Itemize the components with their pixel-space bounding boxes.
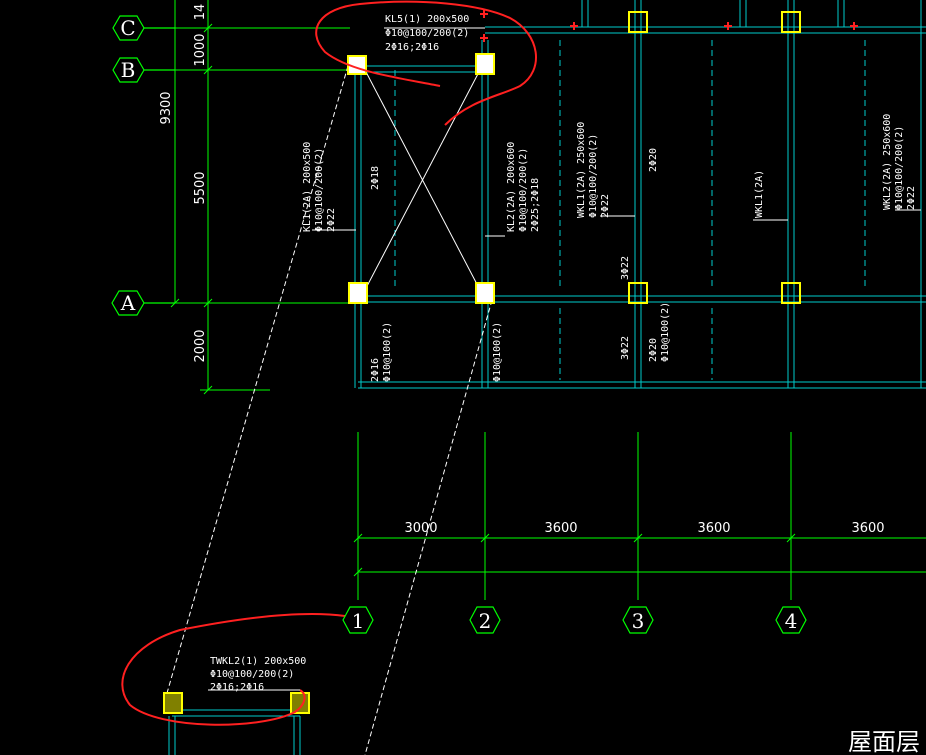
dashed-lines <box>394 40 866 380</box>
column-c4[interactable] <box>781 11 801 33</box>
axis-bubbles <box>111 15 807 634</box>
drawing-title: 屋面层 <box>848 728 920 755</box>
svg-text:2Φ22: 2Φ22 <box>326 208 337 232</box>
beam-label-wkl2[interactable]: WKL2(2A) 250x600 Φ10@100/200(2) 2Φ22 <box>882 114 917 210</box>
axis-label-2: 2 <box>479 609 492 633</box>
dim-overall: 9300 <box>159 91 174 124</box>
dim-3-4: 3600 <box>697 521 730 536</box>
column-b2[interactable] <box>475 53 495 75</box>
beam-label-kl5[interactable]: KL5(1) 200x500 Φ10@100/200(2) 2Φ16;2Φ16 <box>385 14 469 53</box>
dim-1-2: 3000 <box>404 521 437 536</box>
beam-label-kl2[interactable]: KL2(2A) 200x600 Φ10@100/200(2) 2Φ25;2Φ18 <box>506 142 541 232</box>
bar-label-cant-2: Φ10@100(2) <box>492 322 503 382</box>
column-a1[interactable] <box>348 282 368 304</box>
bar-label-3d22-top: 3Φ22 <box>620 256 631 280</box>
svg-text:Φ10@100(2): Φ10@100(2) <box>660 302 671 362</box>
svg-text:2Φ20: 2Φ20 <box>648 338 659 362</box>
bar-label-3d22-bottom: 3Φ22 <box>620 336 631 360</box>
beam-label-wkl1-b[interactable]: WKL1(2A) <box>754 170 765 218</box>
dim-c-to-b: 1000 <box>193 33 208 66</box>
svg-text:WKL2(2A) 250x600: WKL2(2A) 250x600 <box>882 114 893 210</box>
horizontal-dimensions: 3000 3600 3600 3600 <box>404 521 884 536</box>
bar-label-cant-1: 2Φ16 Φ10@100(2) <box>370 322 393 382</box>
bar-label-2d20-bottom: 2Φ20 Φ10@100(2) <box>648 302 671 362</box>
leader-lines <box>208 27 921 691</box>
svg-text:Φ10@100(2): Φ10@100(2) <box>382 322 393 382</box>
axis-label-b: B <box>121 58 136 82</box>
bar-label-2d20-top: 2Φ20 <box>648 148 659 172</box>
column-a3[interactable] <box>628 282 648 304</box>
beam-label-wkl1-a[interactable]: WKL1(2A) 250x600 Φ10@100/200(2) 2Φ22 <box>576 122 611 218</box>
column-a4[interactable] <box>781 282 801 304</box>
axis-label-3: 3 <box>632 609 645 633</box>
svg-text:2Φ16;2Φ16: 2Φ16;2Φ16 <box>210 682 264 693</box>
svg-text:2Φ16;2Φ16: 2Φ16;2Φ16 <box>385 42 439 53</box>
dim-4-5: 3600 <box>851 521 884 536</box>
axis-label-a: A <box>120 291 136 315</box>
dim-a-to-bottom: 2000 <box>193 329 208 362</box>
column-twkl2-left[interactable] <box>163 692 183 714</box>
beam-label-kl1[interactable]: KL1(2A) 200x500 Φ10@100/200(2) 2Φ22 <box>302 142 337 232</box>
red-markups <box>121 0 537 726</box>
beam-label-kl1-side: 2Φ18 <box>370 166 381 190</box>
column-a2[interactable] <box>475 282 495 304</box>
axis-labels: C B A 1 2 3 4 <box>120 16 798 633</box>
columns <box>163 11 801 714</box>
markup-circle-bottom <box>121 612 346 726</box>
axis-label-c: C <box>120 16 135 40</box>
dim-top-partial: 14 <box>193 4 208 21</box>
axis-label-1: 1 <box>352 609 365 633</box>
svg-text:KL5(1) 200x500: KL5(1) 200x500 <box>385 14 469 25</box>
column-twkl2-right[interactable] <box>290 692 310 714</box>
dim-2-3: 3600 <box>544 521 577 536</box>
svg-text:Φ10@100/200(2): Φ10@100/200(2) <box>314 148 325 232</box>
markup-circle-top <box>315 0 537 126</box>
svg-text:Φ10@100/200(2): Φ10@100/200(2) <box>385 28 469 39</box>
projection-lines <box>164 65 493 755</box>
svg-text:TWKL2(1) 200x500: TWKL2(1) 200x500 <box>210 656 306 667</box>
svg-text:2Φ25;2Φ18: 2Φ25;2Φ18 <box>530 178 541 232</box>
svg-text:WKL1(2A) 250x600: WKL1(2A) 250x600 <box>576 122 587 218</box>
rebar-marks <box>480 10 858 42</box>
svg-text:Φ10@100/200(2): Φ10@100/200(2) <box>518 148 529 232</box>
dim-b-to-a: 5500 <box>193 171 208 204</box>
svg-text:KL1(2A) 200x500: KL1(2A) 200x500 <box>302 142 313 232</box>
column-c3[interactable] <box>628 11 648 33</box>
svg-text:2Φ22: 2Φ22 <box>600 194 611 218</box>
svg-text:2Φ16: 2Φ16 <box>370 358 381 382</box>
svg-text:2Φ22: 2Φ22 <box>906 186 917 210</box>
vertical-dimensions: 14 1000 9300 5500 2000 <box>159 4 208 363</box>
svg-text:KL2(2A) 200x600: KL2(2A) 200x600 <box>506 142 517 232</box>
svg-text:Φ10@100/200(2): Φ10@100/200(2) <box>210 669 294 680</box>
axis-label-4: 4 <box>785 609 798 633</box>
svg-text:Φ10@100/200(2): Φ10@100/200(2) <box>588 134 599 218</box>
svg-text:Φ10@100/200(2): Φ10@100/200(2) <box>894 126 905 210</box>
beam-label-twkl2[interactable]: TWKL2(1) 200x500 Φ10@100/200(2) 2Φ16;2Φ1… <box>210 656 306 693</box>
